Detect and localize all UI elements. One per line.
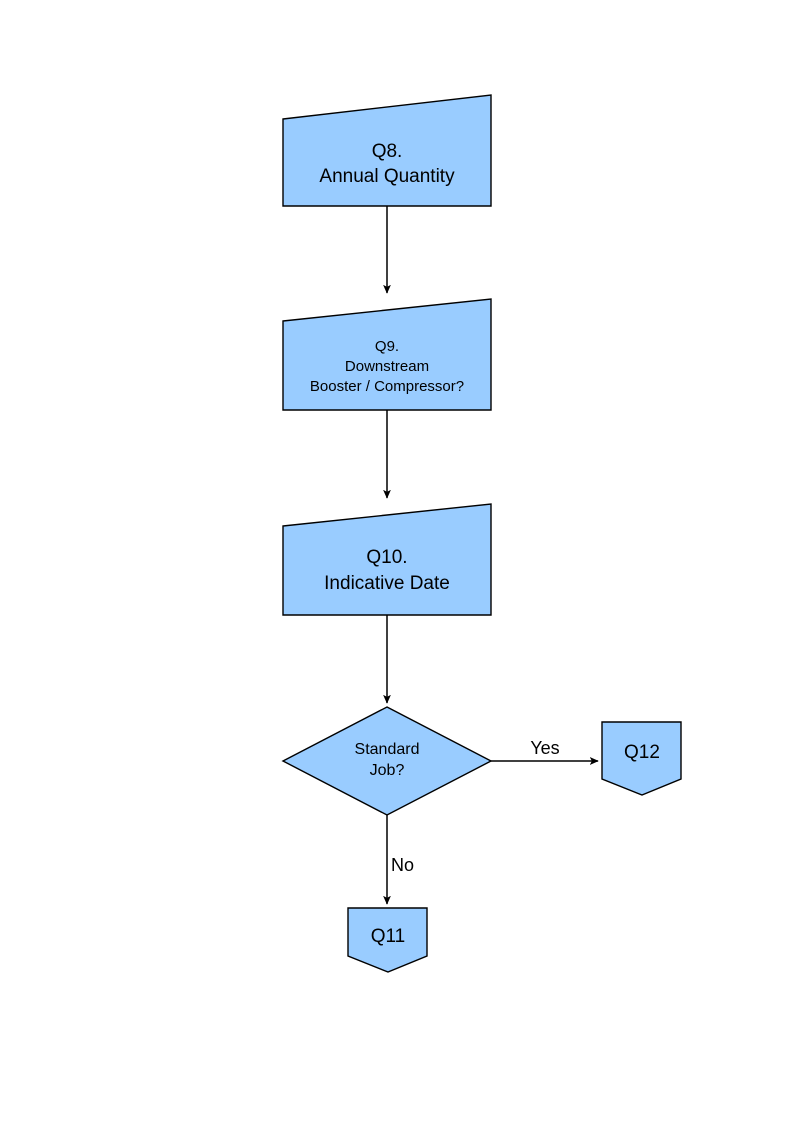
decision-label-line1: Standard — [355, 741, 420, 758]
q12-shape — [601, 721, 682, 796]
q11-label: Q11 — [371, 926, 406, 947]
edge-label-no: No — [391, 855, 414, 875]
q9-shape — [282, 298, 492, 411]
node-q8[interactable]: Q8. Annual Quantity — [282, 94, 492, 207]
q12-label: Q12 — [624, 742, 660, 763]
q8-shape — [282, 94, 492, 207]
q9-label-line3: Booster / Compressor? — [310, 378, 464, 395]
edge-decision-to-q12: Yes — [491, 738, 599, 765]
q10-label-line2: Indicative Date — [324, 573, 450, 594]
q9-label-line2: Downstream — [345, 358, 429, 375]
q8-label-line1: Q8. — [372, 141, 403, 162]
q8-label-line2: Annual Quantity — [319, 166, 455, 187]
decision-shape — [281, 706, 493, 816]
edge-label-yes: Yes — [530, 738, 559, 758]
q11-shape — [347, 907, 428, 973]
decision-label-line2: Job? — [370, 762, 405, 779]
edge-decision-to-q11: No — [383, 815, 414, 905]
node-q10[interactable]: Q10. Indicative Date — [282, 503, 492, 616]
node-q12[interactable]: Q12 — [601, 721, 682, 796]
q9-label-line1: Q9. — [375, 338, 399, 355]
q10-label-line1: Q10. — [366, 547, 407, 568]
node-q11[interactable]: Q11 — [347, 907, 428, 973]
node-q9[interactable]: Q9. Downstream Booster / Compressor? — [282, 298, 492, 411]
node-decision-standard-job[interactable]: Standard Job? — [281, 706, 493, 816]
q10-shape — [282, 503, 492, 616]
